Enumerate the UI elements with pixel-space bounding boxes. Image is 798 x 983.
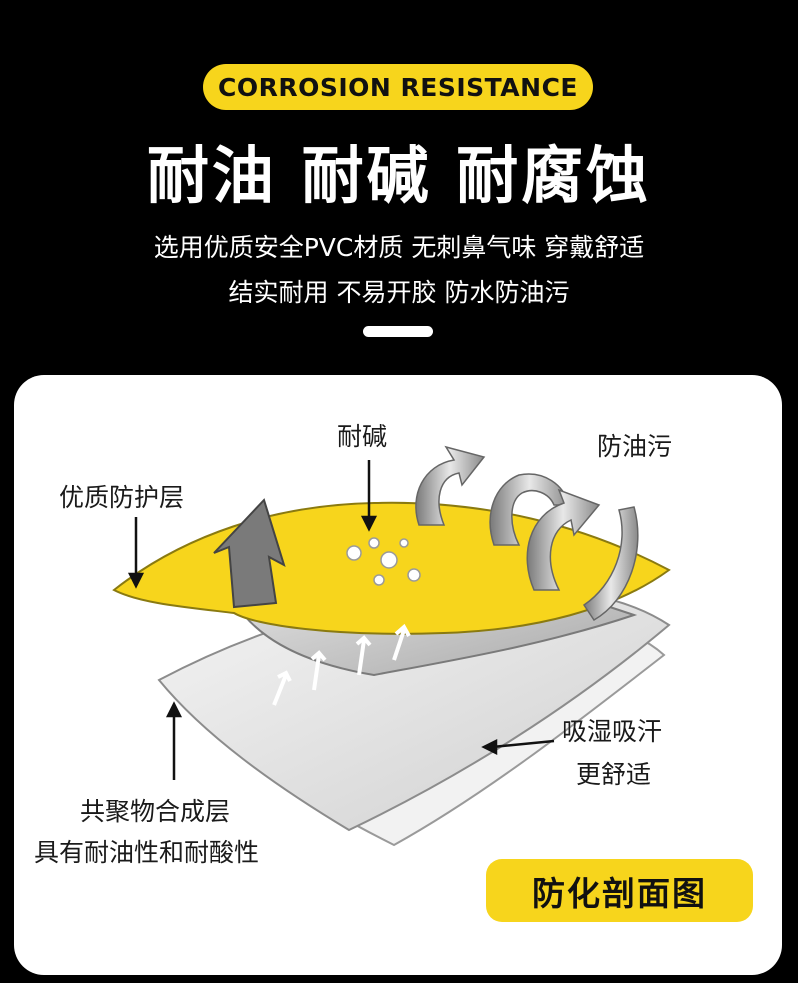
label-alkali: 耐碱	[337, 422, 388, 451]
label-oil-stain: 防油污	[597, 432, 673, 461]
deflect-arrow	[213, 498, 286, 609]
label-sweat-line-2: 更舒适	[576, 760, 652, 789]
corrosion-resistance-badge: CORROSION RESISTANCE	[203, 64, 593, 110]
sweat-arrows	[272, 623, 411, 706]
label-sweat-line-1: 吸湿吸汗	[562, 717, 663, 746]
pointer-lines	[127, 460, 555, 780]
divider-bar	[363, 326, 433, 337]
swirl-arrow-3	[526, 488, 601, 591]
label-polymer-line-1: 共聚物合成层	[80, 797, 231, 826]
layer-diagram	[112, 445, 671, 847]
cross-section-panel: 耐碱 防油污 优质防护层 吸湿吸汗 更舒适 共聚物合成层 具有耐油性和耐酸性 防…	[14, 375, 782, 975]
swirl-arrow-4	[582, 506, 639, 621]
swirl-arrow-1	[415, 445, 486, 526]
cross-section-title: 防化剖面图	[486, 859, 753, 922]
subtitle-line-1: 选用优质安全PVC材质 无刺鼻气味 穿戴舒适	[153, 233, 645, 262]
headline: 耐油 耐碱 耐腐蚀	[146, 139, 652, 212]
subtitle-line-2: 结实耐用 不易开胶 防水防油污	[228, 278, 570, 307]
label-polymer-line-2: 具有耐油性和耐酸性	[34, 838, 260, 867]
label-protective-layer: 优质防护层	[59, 483, 185, 512]
droplets	[346, 537, 421, 586]
